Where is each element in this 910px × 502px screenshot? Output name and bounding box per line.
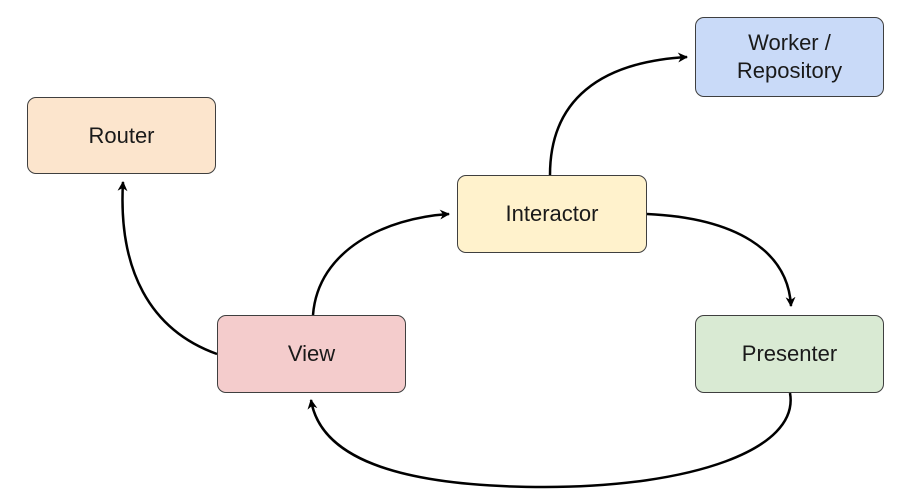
edge-interactor-to-worker [548,52,688,176]
worker-repository-node: Worker / Repository [695,17,884,97]
router-node: Router [27,97,216,174]
edge-view-to-router [117,181,218,356]
view-label: View [287,341,336,366]
presenter-node: Presenter [695,315,884,393]
edge-view-to-interactor [311,209,450,316]
worker-repository-label: Worker / Repository [736,30,843,83]
router-label: Router [88,122,155,148]
interactor-node: Interactor [457,175,647,253]
presenter-label: Presenter [741,341,838,366]
edge-interactor-to-presenter [646,212,796,307]
edge-presenter-to-view [307,392,792,489]
view-node: View [217,315,406,393]
interactor-label: Interactor [505,201,599,226]
